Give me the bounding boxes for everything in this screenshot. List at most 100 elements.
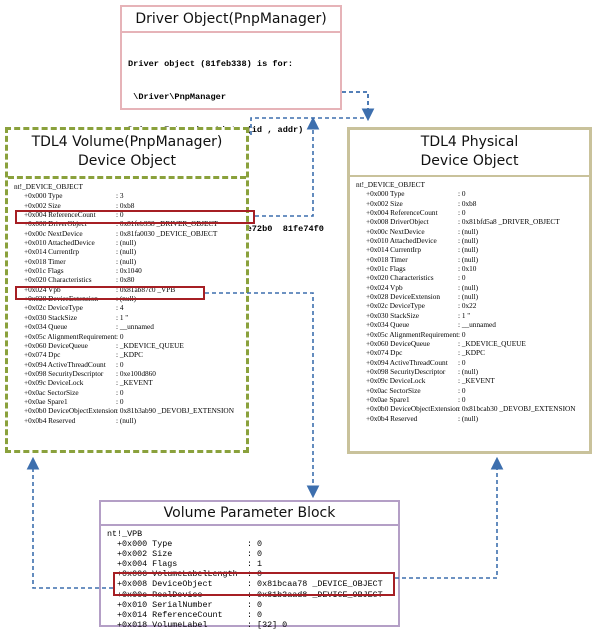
driver-object-box: Driver Object(PnpManager) Driver object … <box>120 5 342 234</box>
physical-device-field-value: : 0 <box>458 385 466 395</box>
physical-device-field-value: : 0x81bcab30 _DEVOBJ_EXTENSION <box>458 404 576 414</box>
vpb-field-name: +0x006 VolumeLabelLength <box>117 569 238 580</box>
volume-device-title-line1: TDL4 Volume(PnpManager) <box>31 134 223 150</box>
volume-device-field-name: +0x004 ReferenceCount <box>24 210 96 220</box>
physical-device-field-row: +0x018 Timer: (null) <box>356 255 583 264</box>
volume-device-field-row: +0x060 DeviceQueue : _KDEVICE_QUEUE <box>14 341 240 350</box>
physical-device-field-row: +0x074 Dpc : _KDPC <box>356 348 583 357</box>
volume-device-field-name: +0x028 DeviceExtension <box>24 294 99 304</box>
vpb-field-value: : 1 <box>247 559 263 570</box>
volume-device-title: TDL4 Volume(PnpManager) Device Object <box>8 130 246 179</box>
physical-device-field-value: : 1 '' <box>458 310 470 320</box>
volume-device-field-value: : 0xe100d860 <box>116 368 156 378</box>
volume-device-field-value: : 0 <box>116 210 124 220</box>
physical-device-field-row: +0x004 ReferenceCount: 0 <box>356 208 583 217</box>
volume-device-field-row: +0x00c NextDevice: 0x81fa0030 _DEVICE_OB… <box>14 229 240 238</box>
vpb-field-value: : 0x81b3aad8 _DEVICE_OBJECT <box>247 589 383 600</box>
physical-device-field-value: : 0x22 <box>458 301 477 311</box>
volume-device-field-row: +0x034 Queue: __unnamed <box>14 322 240 331</box>
vpb-field-row: +0x000 Type: 0 <box>107 539 392 549</box>
volume-device-field-value: : 0x81ab87c0 _VPB <box>116 284 176 294</box>
physical-device-field-name: +0x02c DeviceType <box>366 301 425 311</box>
volume-device-field-row: +0x018 Timer: (null) <box>14 257 240 266</box>
volume-device-header: nt!_DEVICE_OBJECT <box>14 182 83 191</box>
volume-device-field-row: +0x000 Type : 3 <box>14 191 240 200</box>
vpb-title: Volume Parameter Block <box>101 502 398 526</box>
volume-device-field-name: +0x034 Queue <box>24 322 68 332</box>
volume-device-field-name: +0x074 Dpc <box>24 350 61 360</box>
volume-device-field-value: : 0x81feb338 _DRIVER_OBJECT <box>116 219 218 229</box>
physical-device-field-row: +0x0b4 Reserved: (null) <box>356 414 583 423</box>
physical-device-object-box: TDL4 Physical Device Object nt!_DEVICE_O… <box>347 127 592 454</box>
volume-device-field-value: : 1 '' <box>116 312 128 322</box>
physical-device-field-value: : _KDPC <box>458 348 485 358</box>
volume-device-field-row: +0x02c DeviceType: 4 <box>14 303 240 312</box>
vpb-field-value: : 0 <box>247 599 263 610</box>
volume-device-field-value: : 0 <box>116 387 124 397</box>
physical-device-field-value: : _KDEVICE_QUEUE <box>458 338 526 348</box>
volume-device-field-value: : 0x1040 <box>116 266 142 276</box>
physical-device-field-row: +0x02c DeviceType : 0x22 <box>356 301 583 310</box>
physical-device-field-row: +0x094 ActiveThreadCount: 0 <box>356 358 583 367</box>
physical-device-field-name: +0x014 CurrentIrp <box>366 245 421 255</box>
physical-device-field-value: : 0x81bfd5a8 _DRIVER_OBJECT <box>458 217 560 227</box>
vpb-field-name: +0x002 Size <box>117 549 173 560</box>
volume-device-field-value: : (null) <box>116 247 137 257</box>
physical-device-field-name: +0x00c NextDevice <box>366 226 425 236</box>
physical-device-field-value: : (null) <box>458 245 479 255</box>
volume-device-body: nt!_DEVICE_OBJECT +0x000 Type: 3+0x002 S… <box>8 179 246 428</box>
vpb-field-name: +0x018 VolumeLabel <box>117 619 208 630</box>
volume-device-field-name: +0x008 DriverObject <box>24 219 87 229</box>
volume-device-field-name: +0x098 SecurityDescriptor <box>24 368 104 378</box>
physical-device-title-line2: Device Object <box>420 153 519 169</box>
volume-device-title-line2: Device Object <box>78 153 176 169</box>
physical-device-field-row: +0x030 StackSize: 1 '' <box>356 311 583 320</box>
vpb-field-value: : 0 <box>247 549 263 560</box>
physical-device-field-value: : 0 <box>458 394 466 404</box>
arrow-driver-list-to-volume <box>342 91 375 122</box>
physical-device-field-name: +0x0b0 DeviceObjectExtension <box>366 404 460 414</box>
physical-device-field-row: +0x002 Size: 0xb8 <box>356 199 583 208</box>
volume-device-field-row: +0x01c Flags: 0x1040 <box>14 266 240 275</box>
volume-device-field-name: +0x024 Vpb <box>24 284 61 294</box>
vpb-field-value: : [32] 0 <box>247 619 288 630</box>
volume-device-object-box: TDL4 Volume(PnpManager) Device Object nt… <box>5 127 249 453</box>
volume-device-field-name: +0x060 DeviceQueue <box>24 340 88 350</box>
volume-device-field-name: +0x020 Characteristics <box>24 275 92 285</box>
physical-device-field-row: +0x000 Type: 0 <box>356 189 583 198</box>
vpb-field-value: : 0 <box>247 609 263 620</box>
volume-device-field-value: : 3 <box>116 191 124 201</box>
vpb-field-row: +0x008 DeviceObject: 0x81bcaa78 _DEVICE_… <box>107 579 392 589</box>
physical-device-field-value: : (null) <box>458 236 479 246</box>
physical-device-field-value: : (null) <box>458 226 479 236</box>
volume-device-field-row: +0x05c AlignmentRequirement: 0 <box>14 332 240 341</box>
volume-device-field-value: : 0x81b3ab90 _DEVOBJ_EXTENSION <box>116 406 234 416</box>
volume-device-field-row: +0x094 ActiveThreadCount: 0 <box>14 360 240 369</box>
volume-device-field-name: +0x000 Type <box>24 191 63 201</box>
physical-device-field-name: +0x05c AlignmentRequirement <box>366 329 459 339</box>
physical-device-field-value: : _KEVENT <box>458 376 495 386</box>
volume-device-field-row: +0x014 CurrentIrp: (null) <box>14 247 240 256</box>
vpb-field-row: +0x014 ReferenceCount: 0 <box>107 610 392 620</box>
volume-device-field-name: +0x00c NextDevice <box>24 228 83 238</box>
volume-device-field-value: : _KDEVICE_QUEUE <box>116 340 184 350</box>
vpb-field-name: +0x010 SerialNumber <box>117 599 213 610</box>
physical-device-header: nt!_DEVICE_OBJECT <box>356 180 425 189</box>
driver-object-line: Driver object (81feb338) is for: <box>128 59 294 69</box>
physical-device-field-row: +0x0b0 DeviceObjectExtension: 0x81bcab30… <box>356 404 583 413</box>
physical-device-field-name: +0x074 Dpc <box>366 348 403 358</box>
physical-device-body: nt!_DEVICE_OBJECT +0x000 Type: 0+0x002 S… <box>350 177 589 426</box>
physical-device-field-value: : 0 <box>458 329 466 339</box>
physical-device-field-name: +0x0b4 Reserved <box>366 413 418 423</box>
physical-device-field-row: +0x0ae Spare1: 0 <box>356 395 583 404</box>
physical-device-field-value: : (null) <box>458 292 479 302</box>
vpb-field-row: +0x004 Flags : 1 <box>107 559 392 569</box>
physical-device-field-value: : 0 <box>458 273 466 283</box>
physical-device-field-value: : (null) <box>458 282 479 292</box>
volume-device-field-row: +0x024 Vpb : 0x81ab87c0 _VPB <box>14 285 240 294</box>
vpb-field-name: +0x004 Flags <box>117 559 178 570</box>
volume-device-field-value: : (null) <box>116 256 137 266</box>
physical-device-field-row: +0x028 DeviceExtension: (null) <box>356 292 583 301</box>
physical-device-field-value: : 0x10 <box>458 264 477 274</box>
volume-device-field-value: : _KDPC <box>116 350 143 360</box>
